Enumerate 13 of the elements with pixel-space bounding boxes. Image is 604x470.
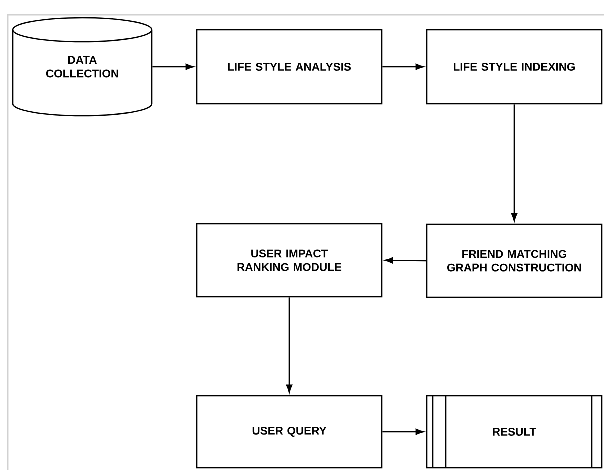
process-box: LIFE STYLE ANALYSIS [196, 29, 383, 105]
arrow [511, 104, 518, 222]
arrow [152, 64, 194, 70]
predefined-process-box: RESULT [426, 395, 603, 469]
process-box: USER IMPACT RANKING MODULE [196, 223, 383, 298]
process-box: USER QUERY [196, 395, 383, 469]
process-box: LIFE STYLE INDEXING [426, 29, 603, 105]
arrow [382, 428, 424, 436]
database-cylinder: DATA COLLECTION [12, 17, 153, 117]
process-box: FRIEND MATCHING GRAPH CONSTRUCTION [426, 224, 603, 298]
arrow [382, 64, 424, 70]
arrow [286, 298, 293, 394]
arrow [384, 258, 426, 264]
